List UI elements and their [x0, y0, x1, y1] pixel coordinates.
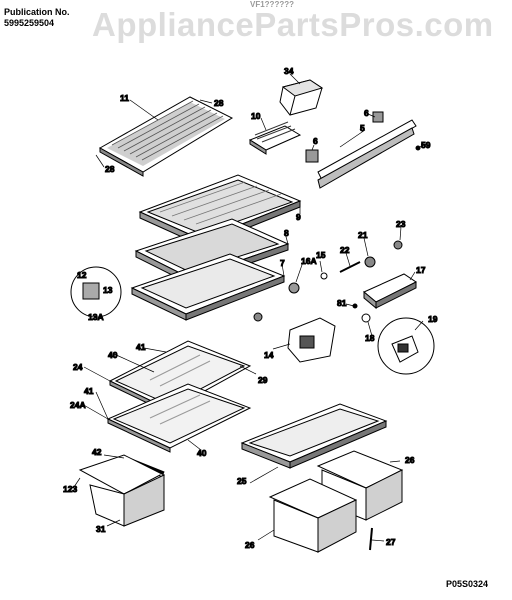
part-control-housing-17	[363, 273, 417, 310]
part-support-12	[82, 282, 100, 300]
callout-6-mid: 6	[313, 136, 318, 146]
callout-15: 15	[316, 250, 326, 260]
part-bracket-6b	[305, 149, 319, 163]
part-15	[320, 272, 328, 280]
callout-34: 34	[284, 66, 294, 76]
callout-18: 18	[365, 333, 375, 343]
publication-label: Publication No.	[4, 7, 70, 17]
part-22	[339, 261, 361, 273]
callout-25: 25	[237, 476, 247, 486]
callout-31: 31	[96, 524, 106, 534]
callout-22: 22	[340, 245, 350, 255]
callout-17: 17	[416, 265, 426, 275]
callout-28-top: 28	[214, 98, 224, 108]
callout-42: 42	[92, 447, 102, 457]
part-screw-27	[369, 527, 373, 551]
part-shelf-7	[130, 253, 286, 321]
callout-19: 19	[428, 314, 438, 324]
callout-9: 9	[296, 212, 301, 222]
callout-40-bottom: 40	[197, 448, 207, 458]
leader-lines	[73, 73, 427, 542]
part-dairy-bin-34	[279, 79, 324, 116]
callout-40-top: 40	[108, 350, 118, 360]
callout-13: 13	[103, 285, 113, 295]
part-bracket-6a	[372, 111, 384, 123]
callout-21: 21	[358, 230, 368, 240]
callout-28-left: 28	[105, 164, 115, 174]
callout-24: 24	[73, 362, 83, 372]
callout-123: 123	[63, 484, 77, 494]
callout-7: 7	[280, 258, 285, 268]
callout-12: 12	[77, 270, 87, 280]
callout-59: 59	[421, 140, 431, 150]
part-egg-tray-10	[248, 121, 302, 155]
part-switch-19-face	[397, 343, 409, 353]
part-crisper-drawer-26b	[268, 478, 358, 553]
part-glass-shelf-lower	[106, 383, 252, 453]
callout-16a: 16A	[301, 256, 317, 266]
model-number: VF1??????	[250, 0, 294, 9]
callout-24a: 24A	[70, 400, 86, 410]
publication-number: 5995259504	[4, 18, 55, 28]
part-18	[361, 313, 371, 323]
callout-11: 11	[120, 93, 129, 103]
callout-14: 14	[264, 350, 274, 360]
callout-26-left: 26	[245, 540, 255, 550]
part-drawer-31	[78, 454, 166, 527]
watermark-logo: AppliancePartsPros.com	[92, 6, 494, 43]
callout-6-top: 6	[364, 108, 369, 118]
part-crisper-cover-25	[240, 403, 388, 469]
callout-81: 81	[337, 298, 347, 308]
callout-41-top: 41	[136, 342, 146, 352]
callout-23: 23	[396, 219, 406, 229]
callout-29: 29	[258, 375, 268, 385]
callout-27: 27	[386, 537, 396, 547]
callout-10: 10	[251, 111, 261, 121]
callout-13a: 13A	[88, 312, 104, 322]
part-wire-shelf-11	[98, 96, 234, 177]
part-hinge-cap	[253, 312, 263, 322]
callout-5: 5	[360, 123, 365, 133]
part-damper-16a	[288, 282, 300, 294]
part-module-14-face	[299, 335, 315, 349]
part-23	[393, 240, 403, 250]
callout-26-right: 26	[405, 455, 415, 465]
callout-8: 8	[284, 228, 289, 238]
diagram-code: P05S0324	[446, 579, 489, 589]
part-21	[364, 256, 376, 268]
part-rail-5	[317, 119, 421, 189]
callout-41-mid: 41	[84, 386, 94, 396]
part-shelf-frame-9	[138, 174, 302, 247]
